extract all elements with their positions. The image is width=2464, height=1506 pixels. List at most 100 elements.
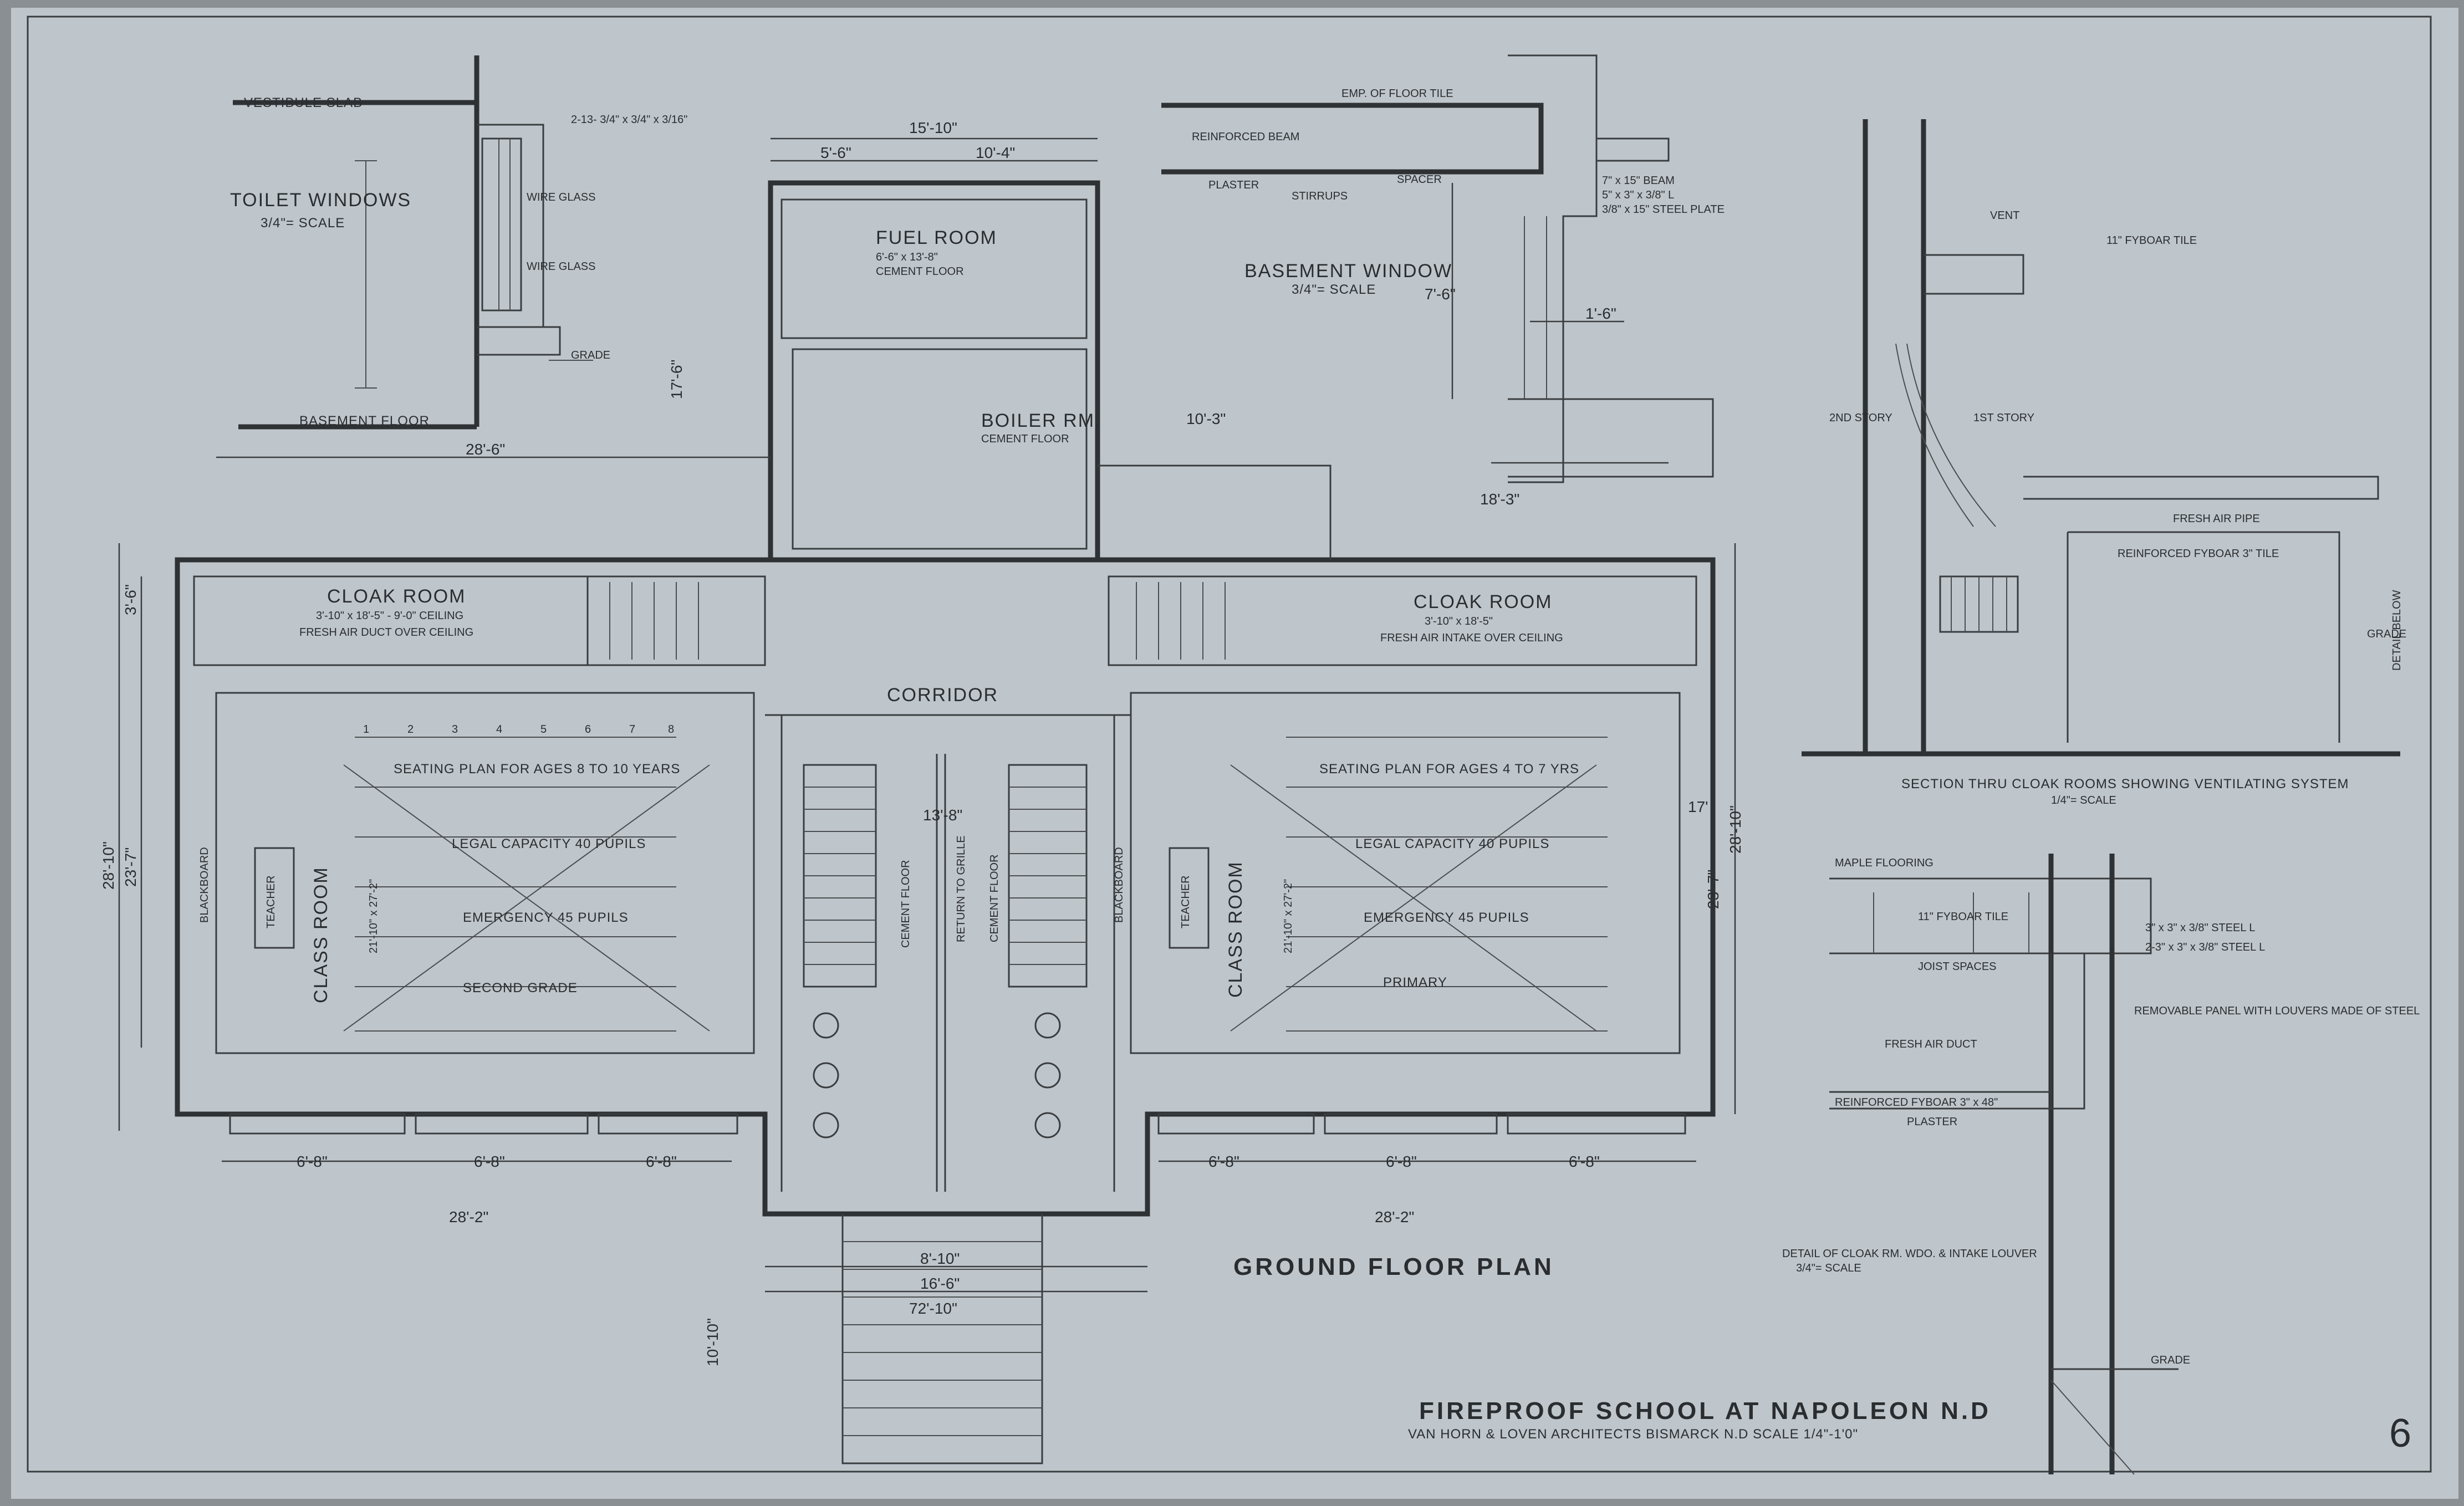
intake-label-duct: FRESH AIR DUCT (1885, 1038, 1977, 1050)
dim-right-23-7: 23'-7" (1705, 870, 1722, 909)
basement-dim-18-3: 18'-3" (1480, 491, 1519, 508)
dim-bottom-72-10: 72'-10" (909, 1300, 957, 1317)
basement-window-detail: BASEMENT WINDOW 3/4"= SCALE REINFORCED B… (1161, 54, 1725, 508)
dim-bottom-right-28-2: 28'-2" (1375, 1208, 1414, 1226)
intake-scale: 3/4"= SCALE (1796, 1262, 1861, 1274)
fuel-room-sub: 6'-6" x 13'-8" (876, 251, 938, 263)
cloak-left-note: FRESH AIR DUCT OVER CEILING (299, 626, 473, 639)
cloak-right-name: CLOAK ROOM (1414, 591, 1552, 612)
intake-title: DETAIL OF CLOAK RM. WDO. & INTAKE LOUVER (1782, 1248, 2037, 1260)
intake-label-panel: REMOVABLE PANEL WITH LOUVERS MADE OF STE… (2134, 1005, 2420, 1017)
basement-dim-7-6: 7'-6" (1425, 285, 1456, 303)
class-room-left-wall (215, 692, 755, 1054)
basement-label-angle: 5" x 3" x 3/8" L (1602, 189, 1674, 201)
toilet-label-slab: VESTIBULE SLAB (244, 95, 363, 110)
dimension-text: 15'-10" 5'-6" 10'-4" 28'-6" 28'-10" 23'-… (100, 119, 1744, 1366)
dim-window-4: 6'-8" (1208, 1153, 1239, 1170)
class-room-right-wall (1130, 692, 1681, 1054)
section-scale: 1/4"= SCALE (2051, 794, 2116, 806)
dim-left-23-7: 23'-7" (122, 848, 139, 887)
cloak-left-name: CLOAK ROOM (327, 586, 466, 607)
basement-label-spacer: SPACER (1397, 173, 1442, 186)
cloak-right-sub: 3'-10" x 18'-5" (1425, 615, 1493, 627)
dim-top-10-4: 10'-4" (976, 144, 1015, 161)
intake-label-reinforced: REINFORCED FYBOAR 3" x 48" (1835, 1096, 1998, 1109)
plan-labels: CLOAK ROOM 3'-10" x 18'-5" - 9'-0" CEILI… (198, 227, 1579, 1003)
seat-number: 2 (407, 723, 414, 736)
basement-label-plaster: PLASTER (1208, 179, 1259, 191)
ground-floor-plan (118, 137, 1736, 1464)
boiler-room-name: BOILER RM. (981, 410, 1101, 431)
dim-window-5: 6'-8" (1386, 1153, 1417, 1170)
stair-note-right: CEMENT FLOOR (988, 854, 1001, 942)
dim-window-1: 6'-8" (297, 1153, 328, 1170)
class-right-grade: PRIMARY (1383, 975, 1447, 990)
plan-title: GROUND FLOOR PLAN (1233, 1253, 1554, 1280)
dim-right-17: 17' (1688, 798, 1708, 815)
class-right-name: CLASS ROOM (1225, 861, 1246, 998)
class-left-seating: SEATING PLAN FOR AGES 8 TO 10 YEARS (394, 762, 680, 777)
toilet-label-glass-1: WIRE GLASS (527, 191, 595, 203)
dim-window-2: 6'-8" (474, 1153, 505, 1170)
intake-label-angle-2: 2-3" x 3" x 3/8" STEEL L (2145, 941, 2265, 953)
basement-label-floor-tile: EMP. OF FLOOR TILE (1341, 88, 1453, 100)
class-right-board: BLACKBOARD (1113, 847, 1125, 923)
dim-center-13-8: 13'-8" (923, 806, 962, 824)
seat-number: 4 (496, 723, 502, 736)
class-left-sub: 21'-10" x 27'-2" (368, 879, 380, 953)
section-label-1st-story: 1ST STORY (1973, 412, 2034, 424)
section-label-detail-below: DETAIL BELOW (2391, 590, 2403, 671)
dim-bottom-16-6: 16'-6" (920, 1275, 960, 1292)
section-label-fresh-air: FRESH AIR PIPE (2173, 513, 2260, 525)
toilet-window-title: TOILET WINDOWS (230, 190, 411, 211)
sheet-border (27, 16, 2432, 1473)
section-label-reinforced: REINFORCED FYBOAR 3" TILE (2118, 548, 2279, 560)
dim-window-6: 6'-8" (1569, 1153, 1600, 1170)
seat-number: 7 (629, 723, 635, 736)
dim-center-10-3: 10'-3" (1186, 410, 1226, 427)
intake-label-plaster: PLASTER (1907, 1116, 1957, 1128)
dim-bottom-left-28-2: 28'-2" (449, 1208, 488, 1226)
basement-label-beam: REINFORCED BEAM (1192, 131, 1299, 143)
seat-number: 6 (585, 723, 591, 736)
section-label-grade: GRADE (2367, 628, 2406, 640)
section-label-vent: VENT (1990, 210, 2019, 222)
basement-window-title: BASEMENT WINDOW (1244, 261, 1452, 282)
intake-label-maple: MAPLE FLOORING (1835, 857, 1934, 869)
fuel-room-name: FUEL ROOM (876, 227, 997, 248)
section-label-tile: 11" FYBOAR TILE (2106, 234, 2197, 247)
basement-label-7x15: 7" x 15" BEAM (1602, 175, 1675, 187)
dim-right-28-10: 28'-10" (1727, 805, 1744, 854)
class-left-name: CLASS ROOM (310, 866, 331, 1003)
intake-label-angle-1: 3" x 3" x 3/8" STEEL L (2145, 922, 2255, 934)
cloak-left-sub: 3'-10" x 18'-5" - 9'-0" CEILING (316, 610, 463, 622)
seat-number: 5 (540, 723, 547, 736)
fuel-room-note: CEMENT FLOOR (876, 266, 964, 278)
dim-top-15-10: 15'-10" (909, 119, 957, 136)
class-right-capacity: LEGAL CAPACITY 40 PUPILS (1355, 836, 1549, 851)
seat-number: 8 (668, 723, 674, 736)
seat-number: 3 (452, 723, 458, 736)
intake-label-joist: JOIST SPACES (1918, 961, 1997, 973)
intake-label-tile: 11" FYBOAR TILE (1918, 911, 2008, 923)
section-cloak-rooms: SECTION THRU CLOAK ROOMS SHOWING VENTILA… (1802, 119, 2406, 806)
section-title: SECTION THRU CLOAK ROOMS SHOWING VENTILA… (1901, 777, 2349, 792)
boiler-room-note: CEMENT FLOOR (981, 433, 1069, 445)
dim-top-28-6: 28'-6" (466, 441, 505, 458)
basement-dim-1-6: 1'-6" (1585, 305, 1616, 322)
cloak-right-note: FRESH AIR INTAKE OVER CEILING (1380, 632, 1563, 644)
toilet-label-basement: BASEMENT FLOOR (299, 413, 430, 428)
basement-window-scale: 3/4"= SCALE (1292, 282, 1376, 297)
class-right-emergency: EMERGENCY 45 PUPILS (1364, 910, 1529, 925)
dim-bottom-10-10: 10'-10" (704, 1318, 721, 1366)
toilet-label-glass-2: WIRE GLASS (527, 261, 595, 273)
dim-left-17-6: 17'-6" (668, 360, 685, 399)
toilet-window-scale: 3/4"= SCALE (261, 216, 345, 231)
stair-note-center: RETURN TO GRILLE (955, 835, 967, 942)
class-left-capacity: LEGAL CAPACITY 40 PUPILS (452, 836, 646, 851)
class-left-emergency: EMERGENCY 45 PUPILS (463, 910, 629, 925)
class-right-teacher: TEACHER (1180, 875, 1192, 928)
class-right-seating: SEATING PLAN FOR AGES 4 TO 7 YRS (1319, 762, 1579, 777)
north-wing-wall (768, 180, 1100, 560)
toilet-window-detail: TOILET WINDOWS 3/4"= SCALE VESTIBULE SLA… (230, 55, 687, 430)
